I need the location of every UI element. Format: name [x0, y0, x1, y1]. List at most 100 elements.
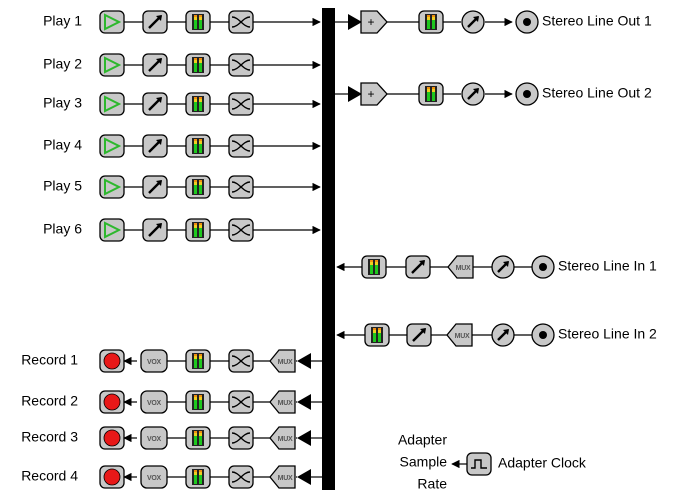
bus-to-output-arrow — [348, 14, 362, 30]
volume-knob-icon[interactable] — [491, 255, 515, 279]
level-meter-icon[interactable] — [364, 323, 390, 347]
volume-knob-icon[interactable] — [142, 134, 168, 158]
level-meter-icon[interactable] — [185, 390, 211, 414]
svg-text:VOX: VOX — [147, 475, 162, 482]
bus-to-record-arrow — [297, 469, 311, 485]
mux-icon[interactable]: MUX — [446, 323, 473, 347]
svg-text:+: + — [367, 87, 374, 101]
play-label: Play 5 — [43, 178, 82, 194]
play-label: Play 6 — [43, 221, 82, 237]
play-label: Play 1 — [43, 13, 82, 29]
level-meter-icon[interactable] — [185, 349, 211, 373]
svg-text:+: + — [367, 15, 374, 29]
vox-icon[interactable]: VOX — [140, 390, 168, 414]
svg-text:MUX: MUX — [278, 475, 293, 482]
play-label: Play 4 — [43, 137, 82, 153]
svg-text:MUX: MUX — [278, 359, 293, 366]
adapter-clock-label: Adapter Clock — [498, 455, 587, 471]
crossfade-icon[interactable] — [228, 426, 254, 450]
crossfade-icon[interactable] — [228, 465, 254, 489]
crossfade-icon[interactable] — [228, 134, 254, 158]
level-meter-icon[interactable] — [185, 134, 211, 158]
record-icon[interactable] — [99, 465, 125, 489]
vox-icon[interactable]: VOX — [140, 426, 168, 450]
volume-knob-icon[interactable] — [142, 218, 168, 242]
line-jack-icon[interactable] — [531, 255, 555, 279]
crossfade-icon[interactable] — [228, 53, 254, 77]
vox-icon[interactable]: VOX — [140, 349, 168, 373]
svg-text:VOX: VOX — [147, 359, 162, 366]
svg-text:MUX: MUX — [278, 436, 293, 443]
mux-icon[interactable]: MUX — [447, 255, 474, 279]
play-icon[interactable] — [99, 175, 125, 199]
record-label: Record 1 — [21, 352, 78, 368]
mux-icon[interactable]: MUX — [269, 390, 296, 414]
volume-knob-icon[interactable] — [405, 255, 431, 279]
level-meter-icon[interactable] — [185, 53, 211, 77]
svg-text:VOX: VOX — [147, 400, 162, 407]
vox-icon[interactable]: VOX — [140, 465, 168, 489]
bus-to-record-arrow — [297, 353, 311, 369]
clock-icon[interactable] — [466, 452, 492, 476]
level-meter-icon[interactable] — [361, 255, 387, 279]
level-meter-icon[interactable] — [418, 10, 444, 34]
mux-icon[interactable]: MUX — [269, 465, 296, 489]
adapter-sample-rate-label: Rate — [417, 476, 447, 492]
bus-to-output-arrow — [348, 86, 362, 102]
volume-knob-icon[interactable] — [461, 10, 485, 34]
svg-text:MUX: MUX — [455, 333, 470, 340]
level-meter-icon[interactable] — [185, 426, 211, 450]
play-label: Play 2 — [43, 56, 82, 72]
level-meter-icon[interactable] — [185, 175, 211, 199]
record-icon[interactable] — [99, 349, 125, 373]
volume-knob-icon[interactable] — [461, 82, 485, 106]
bus-to-record-arrow — [297, 430, 311, 446]
level-meter-icon[interactable] — [185, 218, 211, 242]
output-label: Stereo Line Out 2 — [542, 85, 652, 101]
volume-knob-icon[interactable] — [406, 323, 432, 347]
main-bus — [322, 8, 335, 490]
play-icon[interactable] — [99, 134, 125, 158]
play-icon[interactable] — [99, 92, 125, 116]
play-icon[interactable] — [99, 218, 125, 242]
record-icon[interactable] — [99, 426, 125, 450]
line-jack-icon[interactable] — [531, 323, 555, 347]
adapter-sample-rate-label: Sample — [400, 454, 448, 470]
crossfade-icon[interactable] — [228, 218, 254, 242]
input-label: Stereo Line In 1 — [558, 258, 657, 274]
svg-text:MUX: MUX — [278, 400, 293, 407]
volume-knob-icon[interactable] — [142, 175, 168, 199]
svg-text:MUX: MUX — [456, 265, 471, 272]
crossfade-icon[interactable] — [228, 92, 254, 116]
output-label: Stereo Line Out 1 — [542, 13, 652, 29]
volume-knob-icon[interactable] — [142, 53, 168, 77]
play-label: Play 3 — [43, 95, 82, 111]
crossfade-icon[interactable] — [228, 10, 254, 34]
line-jack-icon[interactable] — [515, 10, 539, 34]
volume-knob-icon[interactable] — [142, 92, 168, 116]
level-meter-icon[interactable] — [418, 82, 444, 106]
record-label: Record 2 — [21, 393, 78, 409]
crossfade-icon[interactable] — [228, 175, 254, 199]
volume-knob-icon[interactable] — [491, 323, 515, 347]
level-meter-icon[interactable] — [185, 465, 211, 489]
input-label: Stereo Line In 2 — [558, 326, 657, 342]
line-jack-icon[interactable] — [515, 82, 539, 106]
adapter-sample-rate-label: Adapter — [398, 432, 447, 448]
record-icon[interactable] — [99, 390, 125, 414]
svg-text:VOX: VOX — [147, 436, 162, 443]
crossfade-icon[interactable] — [228, 349, 254, 373]
mixer-sum-icon[interactable]: + — [360, 10, 388, 34]
mux-icon[interactable]: MUX — [269, 349, 296, 373]
mux-icon[interactable]: MUX — [269, 426, 296, 450]
level-meter-icon[interactable] — [185, 10, 211, 34]
record-label: Record 3 — [21, 429, 78, 445]
volume-knob-icon[interactable] — [142, 10, 168, 34]
mixer-sum-icon[interactable]: + — [360, 82, 388, 106]
crossfade-icon[interactable] — [228, 390, 254, 414]
play-icon[interactable] — [99, 53, 125, 77]
level-meter-icon[interactable] — [185, 92, 211, 116]
play-icon[interactable] — [99, 10, 125, 34]
record-label: Record 4 — [21, 468, 78, 484]
